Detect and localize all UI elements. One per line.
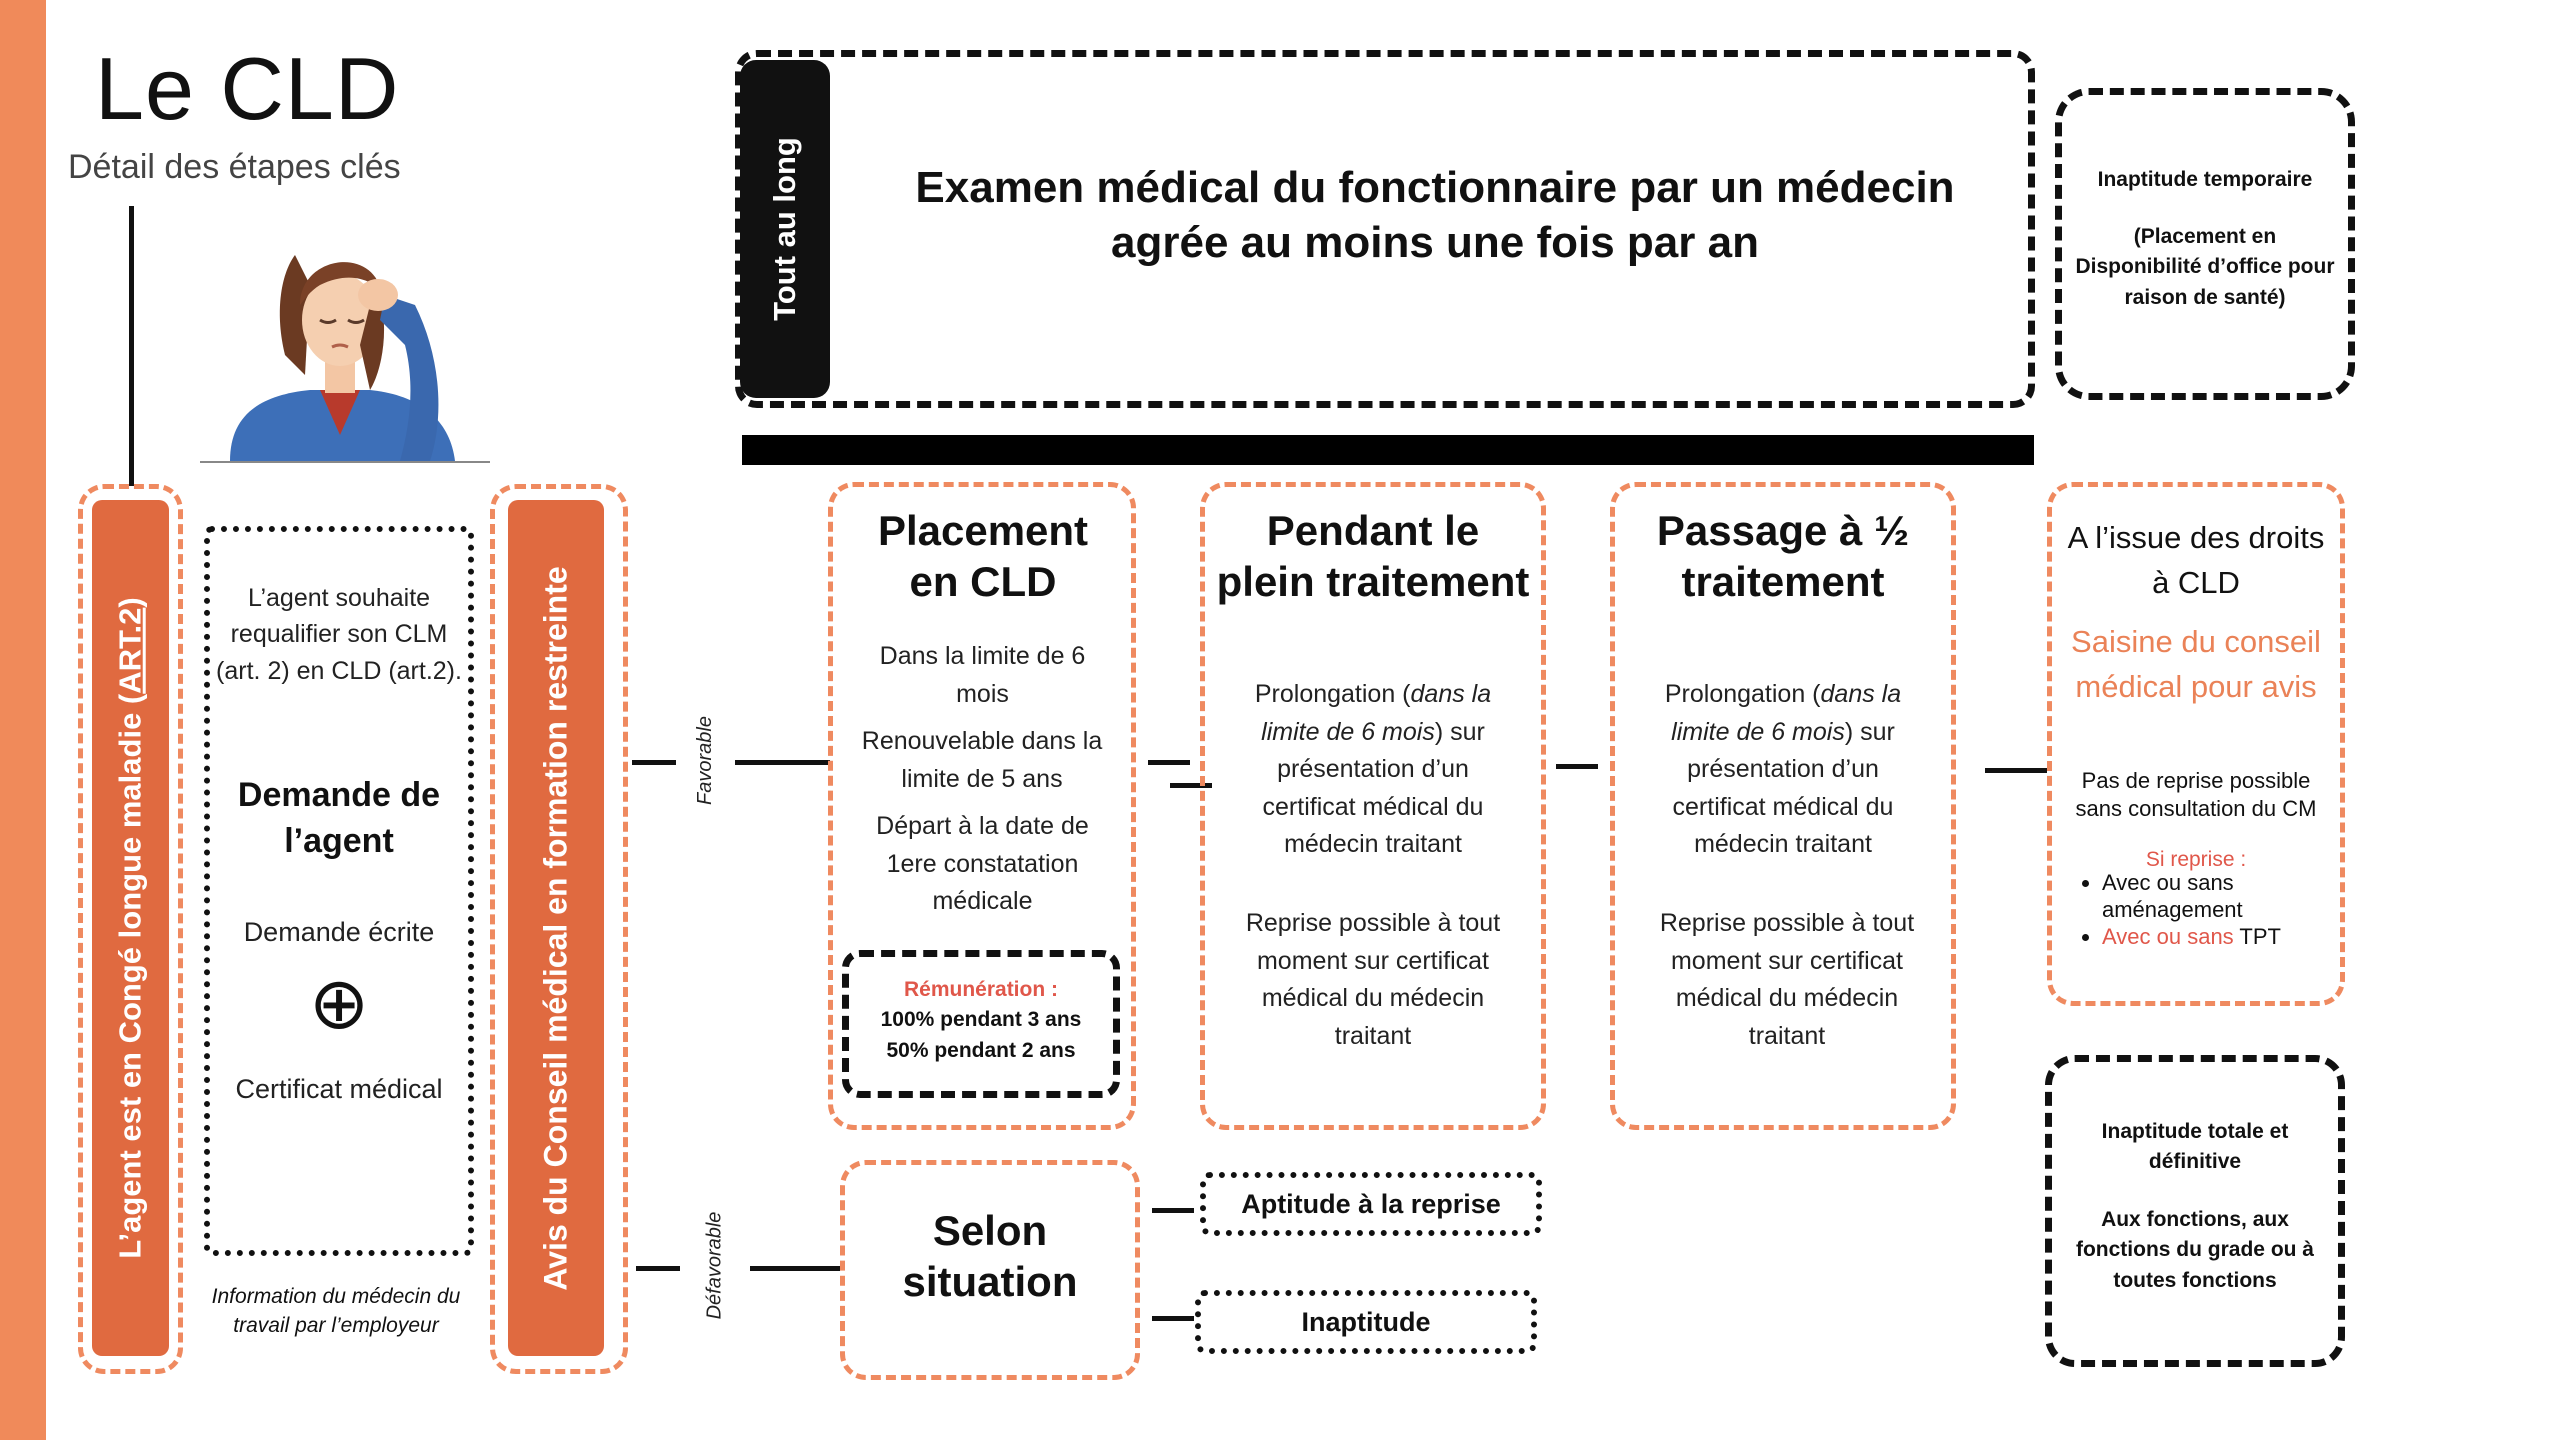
annual-exam-banner	[735, 50, 2035, 408]
placement-cld-box	[828, 482, 1136, 1130]
plein-traitement-title: Pendant le plein traitement	[1216, 507, 1530, 606]
conseil-pill: Avis du Conseil médical en formation res…	[508, 500, 604, 1356]
page-subtitle: Détail des étapes clés	[68, 148, 401, 186]
inaptitude-box: Inaptitude	[1195, 1290, 1537, 1354]
inaptitude-temporaire-title: Inaptitude temporaire	[2097, 168, 2313, 191]
title-connector	[129, 206, 134, 486]
issue-reprise-list: Avec ou sans aménagement Avec ou sans TP…	[2068, 870, 2328, 950]
aptitude-reprise-label: Aptitude à la reprise	[1241, 1188, 1501, 1219]
placement-line-1: Dans la limite de 6 mois	[879, 642, 1086, 708]
agent-clm-pill-text: L’agent est en Congé longue maladie (ART…	[112, 597, 148, 1259]
connector-placement-plein-b	[1170, 783, 1212, 788]
issue-droits-box	[2047, 482, 2345, 1006]
plein-reprise: Reprise possible à tout moment sur certi…	[1245, 909, 1501, 1050]
headache-woman-illustration	[200, 255, 490, 463]
remuneration-line-2: 50% pendant 2 ans	[886, 1038, 1076, 1062]
favorable-label: Favorable	[693, 715, 716, 805]
connector-defavorable-a	[636, 1266, 680, 1271]
inaptitude-totale-box	[2045, 1055, 2345, 1367]
connector-demi-issue	[1985, 768, 2047, 773]
demi-prolongation: Prolongation (dans la limite de 6 mois) …	[1664, 680, 1902, 858]
request-intro-text: L’agent souhaite requalifier son CLM (ar…	[216, 584, 462, 685]
connector-favorable-b	[735, 760, 830, 765]
conseil-pill-text: Avis du Conseil médical en formation res…	[537, 565, 574, 1291]
agent-request-box	[204, 526, 474, 1256]
request-certificate: Certificat médical	[235, 1074, 443, 1104]
remuneration-text: Rémunération : 100% pendant 3 ans 50% pe…	[848, 975, 1114, 1066]
plein-prolongation: Prolongation (dans la limite de 6 mois) …	[1254, 680, 1492, 858]
remuneration-label: Rémunération :	[903, 978, 1058, 1001]
defavorable-label-wrap: Défavorable	[690, 1200, 740, 1330]
remuneration-box	[842, 950, 1120, 1098]
conseil-frame	[490, 484, 628, 1374]
placement-line-2: Renouvelable dans la limite de 5 ans	[861, 727, 1103, 793]
defavorable-label: Défavorable	[703, 1211, 726, 1319]
agent-clm-pill: L’agent est en Congé longue maladie (ART…	[92, 500, 169, 1356]
placement-cld-title: Placement en CLD	[877, 507, 1089, 606]
issue-no-reprise: Pas de reprise possible sans consultatio…	[2075, 768, 2317, 821]
connector-inaptitude	[1152, 1316, 1194, 1321]
request-written: Demande écrite	[243, 917, 435, 947]
connector-placement-plein-a	[1148, 760, 1190, 765]
issue-bullet-1: Avec ou sans aménagement	[2102, 870, 2328, 924]
remuneration-line-1: 100% pendant 3 ans	[880, 1008, 1082, 1032]
selon-situation-box	[840, 1160, 1140, 1380]
annual-exam-text: Examen médical du fonctionnaire par un m…	[915, 163, 1955, 267]
inaptitude-temporaire-box	[2055, 88, 2355, 400]
connector-defavorable-b	[750, 1266, 840, 1271]
tout-au-long-pill: Tout au long	[740, 60, 830, 398]
plein-traitement-box	[1200, 482, 1546, 1130]
left-accent-bar	[0, 0, 46, 1440]
demi-traitement-box	[1610, 482, 1956, 1130]
connector-aptitude	[1152, 1208, 1194, 1213]
favorable-label-wrap: Favorable	[680, 700, 730, 820]
placement-line-3: Départ à la date de 1ere constatation mé…	[876, 812, 1089, 915]
aptitude-reprise-box: Aptitude à la reprise	[1200, 1172, 1542, 1236]
connector-plein-demi	[1556, 764, 1598, 769]
issue-droits-title: A l’issue des droits à CLD	[2067, 520, 2325, 600]
request-title: Demande de l’agent	[237, 776, 441, 860]
inaptitude-label: Inaptitude	[1301, 1306, 1431, 1337]
tout-au-long-label: Tout au long	[767, 137, 802, 321]
selon-situation-title: Selon situation	[902, 1207, 1078, 1306]
inaptitude-totale-title: Inaptitude totale et définitive	[2101, 1120, 2289, 1174]
timeline-bar	[742, 435, 2034, 465]
connector-favorable-a	[632, 760, 676, 765]
page-title: Le CLD	[95, 39, 400, 138]
inaptitude-temporaire-detail: (Placement en Disponibilité d’office pou…	[2075, 225, 2335, 309]
info-note: Information du médecin du travail par l’…	[211, 1285, 461, 1338]
demi-traitement-title: Passage à ½ traitement	[1656, 507, 1910, 606]
issue-bullet-2: Avec ou sans TPT	[2102, 924, 2328, 951]
inaptitude-totale-detail: Aux fonctions, aux fonctions du grade ou…	[2075, 1208, 2314, 1292]
issue-saisine: Saisine du conseil médical pour avis	[2071, 624, 2321, 704]
agent-clm-frame	[78, 484, 183, 1374]
issue-si-reprise: Si reprise :	[2145, 848, 2247, 871]
demi-reprise: Reprise possible à tout moment sur certi…	[1659, 909, 1915, 1050]
plus-icon: ⊕	[308, 964, 370, 1044]
